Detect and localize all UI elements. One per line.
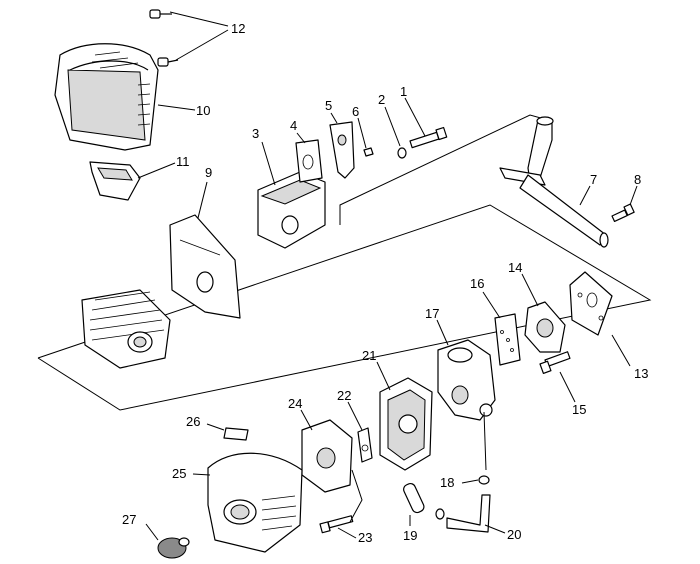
callout-22: 22	[337, 388, 351, 403]
part-10-engine-cover	[54, 43, 159, 151]
callout-21: 21	[362, 348, 376, 363]
part-11-guard	[89, 161, 141, 201]
callout-23: 23	[358, 530, 372, 545]
part-3-muffler	[257, 171, 326, 249]
part-5-bracket	[329, 121, 355, 179]
part-23-screw	[319, 515, 354, 534]
callout-5: 5	[325, 98, 332, 113]
callout-8: 8	[634, 172, 641, 187]
callout-13: 13	[634, 366, 648, 381]
callout-24: 24	[288, 396, 302, 411]
part-21-air-filter-case	[379, 377, 433, 471]
callout-20: 20	[507, 527, 521, 542]
callout-19: 19	[403, 528, 417, 543]
leader-lines	[137, 11, 638, 541]
part-18-washers	[435, 475, 490, 520]
part-13-plate	[569, 271, 613, 336]
callout-25: 25	[172, 466, 186, 481]
callout-18: 18	[440, 475, 454, 490]
callout-3: 3	[252, 126, 259, 141]
part-24-air-filter	[301, 419, 353, 493]
part-14-insulator	[524, 301, 566, 353]
part-25-air-filter-cover	[207, 452, 303, 553]
callout-27: 27	[122, 512, 136, 527]
callout-4: 4	[290, 118, 297, 133]
part-20-fuel-pipe	[446, 494, 491, 533]
part-12-screws	[149, 9, 179, 67]
assembly-boundary-lines	[37, 114, 652, 411]
part-8-screw	[611, 203, 635, 223]
part-7-handle-tube	[499, 116, 609, 248]
callout-14: 14	[508, 260, 522, 275]
part-9-heat-shield	[169, 214, 241, 319]
part-6-nut	[363, 147, 374, 157]
part-27-knob	[157, 537, 190, 559]
callout-6: 6	[352, 104, 359, 119]
part-1-bolt	[409, 126, 448, 149]
part-22-choke-lever	[357, 427, 373, 463]
callout-15: 15	[572, 402, 586, 417]
part-19-fuel-line	[403, 482, 425, 514]
callout-1: 1	[400, 84, 407, 99]
cylinder-block	[81, 289, 171, 369]
callout-11: 11	[176, 154, 190, 169]
callout-2: 2	[378, 92, 385, 107]
part-15-bolt	[539, 351, 571, 374]
part-26-label	[223, 427, 249, 441]
callout-numbers: 1 2 3 4 5 6 7 8 9 10 11 12 13 14 15 16 1…	[122, 21, 648, 545]
callout-7: 7	[590, 172, 597, 187]
part-4-gasket	[295, 139, 323, 183]
callout-12: 12	[231, 21, 245, 36]
callout-9: 9	[205, 165, 212, 180]
callout-10: 10	[196, 103, 210, 118]
callout-17: 17	[425, 306, 439, 321]
part-2-washer	[397, 147, 407, 159]
part-16-gasket	[494, 313, 521, 366]
part-17-carburetor	[437, 339, 496, 421]
callout-16: 16	[470, 276, 484, 291]
callout-26: 26	[186, 414, 200, 429]
